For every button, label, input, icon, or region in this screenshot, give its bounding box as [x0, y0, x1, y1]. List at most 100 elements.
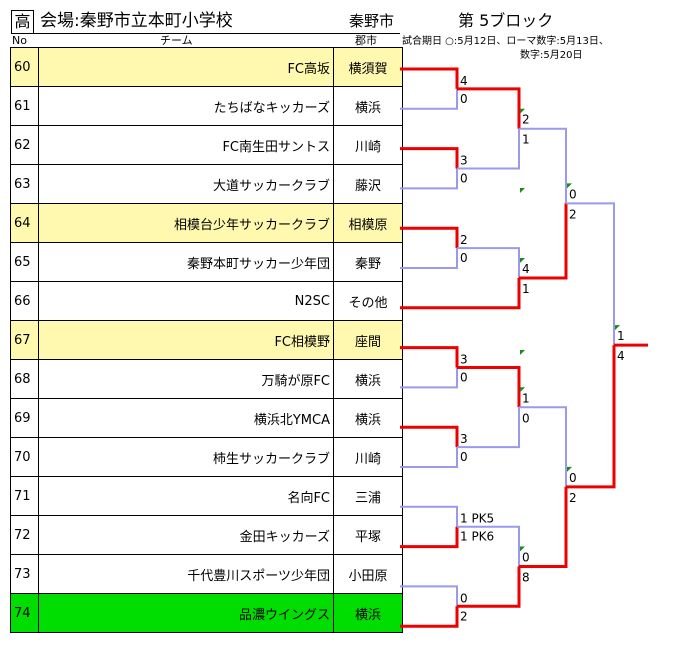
bracket-line	[400, 606, 459, 628]
match-score: 3	[460, 432, 468, 446]
team-number: 61	[10, 86, 39, 126]
team-number: 74	[10, 593, 39, 633]
match-score: 4	[460, 74, 468, 88]
team-prefecture: 横浜	[333, 359, 403, 399]
team-name: 千代豊川スポーツ少年団	[38, 554, 334, 594]
match-score: 2	[569, 491, 577, 505]
result-flag-icon	[520, 188, 525, 193]
bracket-line	[457, 566, 521, 608]
bracket-line	[400, 248, 458, 269]
bracket-line	[400, 585, 458, 607]
match-score: 3	[460, 154, 468, 168]
match-score: 0	[460, 172, 468, 186]
result-flag-icon	[567, 183, 572, 189]
bracket-line	[457, 407, 520, 449]
match-score: 0	[569, 187, 577, 201]
bracket-line	[400, 147, 459, 169]
bracket-line	[457, 525, 520, 567]
match-score: 2	[460, 233, 468, 247]
result-flag-icon	[520, 108, 525, 114]
match-score: 2	[460, 609, 468, 623]
team-prefecture: 三浦	[333, 476, 403, 516]
bracket-line	[566, 345, 616, 489]
team-name: FC南生田サントス	[38, 125, 334, 165]
team-prefecture: 横浜	[333, 398, 403, 438]
match-score: 0	[522, 411, 530, 425]
team-prefecture: 川崎	[333, 125, 403, 165]
bracket-line	[519, 406, 567, 487]
team-name: N2SC	[38, 281, 334, 321]
bracket-line	[400, 505, 458, 527]
bracket-line	[400, 367, 458, 389]
match-score: 1	[617, 329, 625, 343]
match-score: 1	[522, 133, 530, 147]
bracket-line	[400, 447, 458, 468]
title-underline	[11, 33, 400, 34]
match-score: 2	[522, 113, 530, 127]
match-score: 0	[460, 92, 468, 106]
match-score: 1 PK5	[460, 512, 494, 526]
result-flag-icon	[615, 325, 620, 331]
bracket-line	[400, 526, 459, 549]
team-number: 73	[10, 554, 39, 594]
team-prefecture: その他	[333, 281, 403, 321]
team-name: 金田キッカーズ	[38, 515, 334, 555]
block-title: 第 5ブロック	[458, 11, 554, 30]
team-name: 万騎が原FC	[38, 359, 334, 399]
team-name: 横浜北YMCA	[38, 398, 334, 438]
team-number: 72	[10, 515, 39, 555]
column-header-no: No	[12, 34, 27, 47]
bracket-line	[400, 168, 458, 190]
team-prefecture: 相模原	[333, 203, 403, 243]
match-score: 0	[460, 371, 468, 385]
bracket-line	[400, 226, 459, 249]
team-prefecture: 小田原	[333, 554, 403, 594]
bracket-line	[400, 425, 459, 448]
team-prefecture: 横浜	[333, 593, 403, 633]
team-name: 柿生サッカークラブ	[38, 437, 334, 477]
bracket-line	[457, 366, 521, 408]
result-flag-icon	[520, 546, 525, 552]
column-header-team: チーム	[160, 34, 193, 47]
team-number: 69	[10, 398, 39, 438]
match-score: 0	[460, 450, 468, 464]
team-number: 64	[10, 203, 39, 243]
result-flag-icon	[567, 466, 572, 472]
match-score: 0	[522, 551, 530, 565]
team-prefecture: 横浜	[333, 86, 403, 126]
match-score: 0	[460, 251, 468, 265]
match-score: 4	[617, 349, 625, 363]
team-number: 71	[10, 476, 39, 516]
bracket-line	[566, 202, 615, 346]
venue-title: 会場:秦野市立本町小学校	[40, 11, 233, 31]
bracket-line	[519, 486, 568, 568]
host-city: 秦野市	[349, 12, 395, 30]
match-score: 1 PK6	[460, 530, 494, 544]
bracket-line	[400, 277, 521, 310]
schedule-note-line1: 試合期日 ○:5月12日、ローマ数字:5月13日、	[402, 36, 609, 47]
team-prefecture: 座間	[333, 320, 403, 360]
bracket-line	[457, 87, 521, 129]
match-score: 1	[522, 282, 530, 296]
team-name: 秦野本町サッカー少年団	[38, 242, 334, 282]
match-score: 0	[569, 471, 577, 485]
team-prefecture: 川崎	[333, 437, 403, 477]
team-prefecture: 横須賀	[333, 47, 403, 87]
bracket-line	[400, 346, 459, 368]
column-header-prefecture: 郡市	[355, 34, 377, 47]
bracket-line	[519, 203, 568, 280]
result-flag-icon	[520, 350, 525, 355]
match-score: 1	[522, 391, 530, 405]
match-score: 0	[460, 591, 468, 605]
